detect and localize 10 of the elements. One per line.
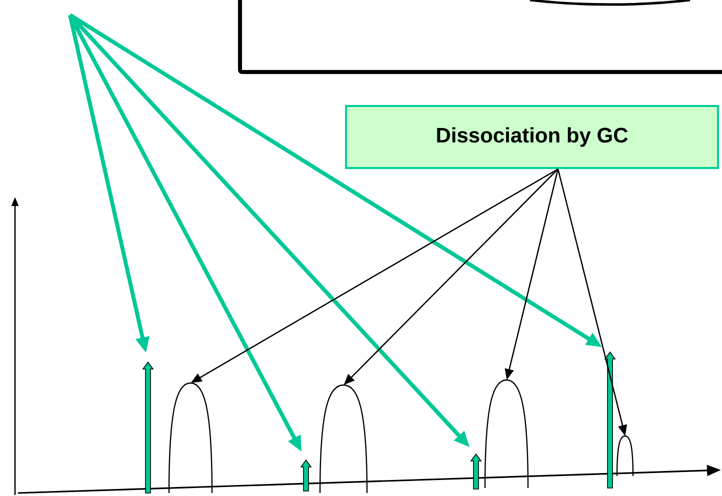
bar-arrow: [604, 351, 616, 488]
frame-drawing: [238, 0, 722, 74]
label-box: Dissociation by GC: [345, 105, 719, 169]
bar-arrow: [300, 459, 312, 492]
peak-curve: [484, 379, 529, 488]
peak-curve: [616, 435, 634, 476]
peak-curve: [168, 382, 213, 493]
peak-curve: [319, 384, 368, 494]
bar-arrow: [470, 453, 482, 490]
bar-arrow: [142, 361, 154, 494]
